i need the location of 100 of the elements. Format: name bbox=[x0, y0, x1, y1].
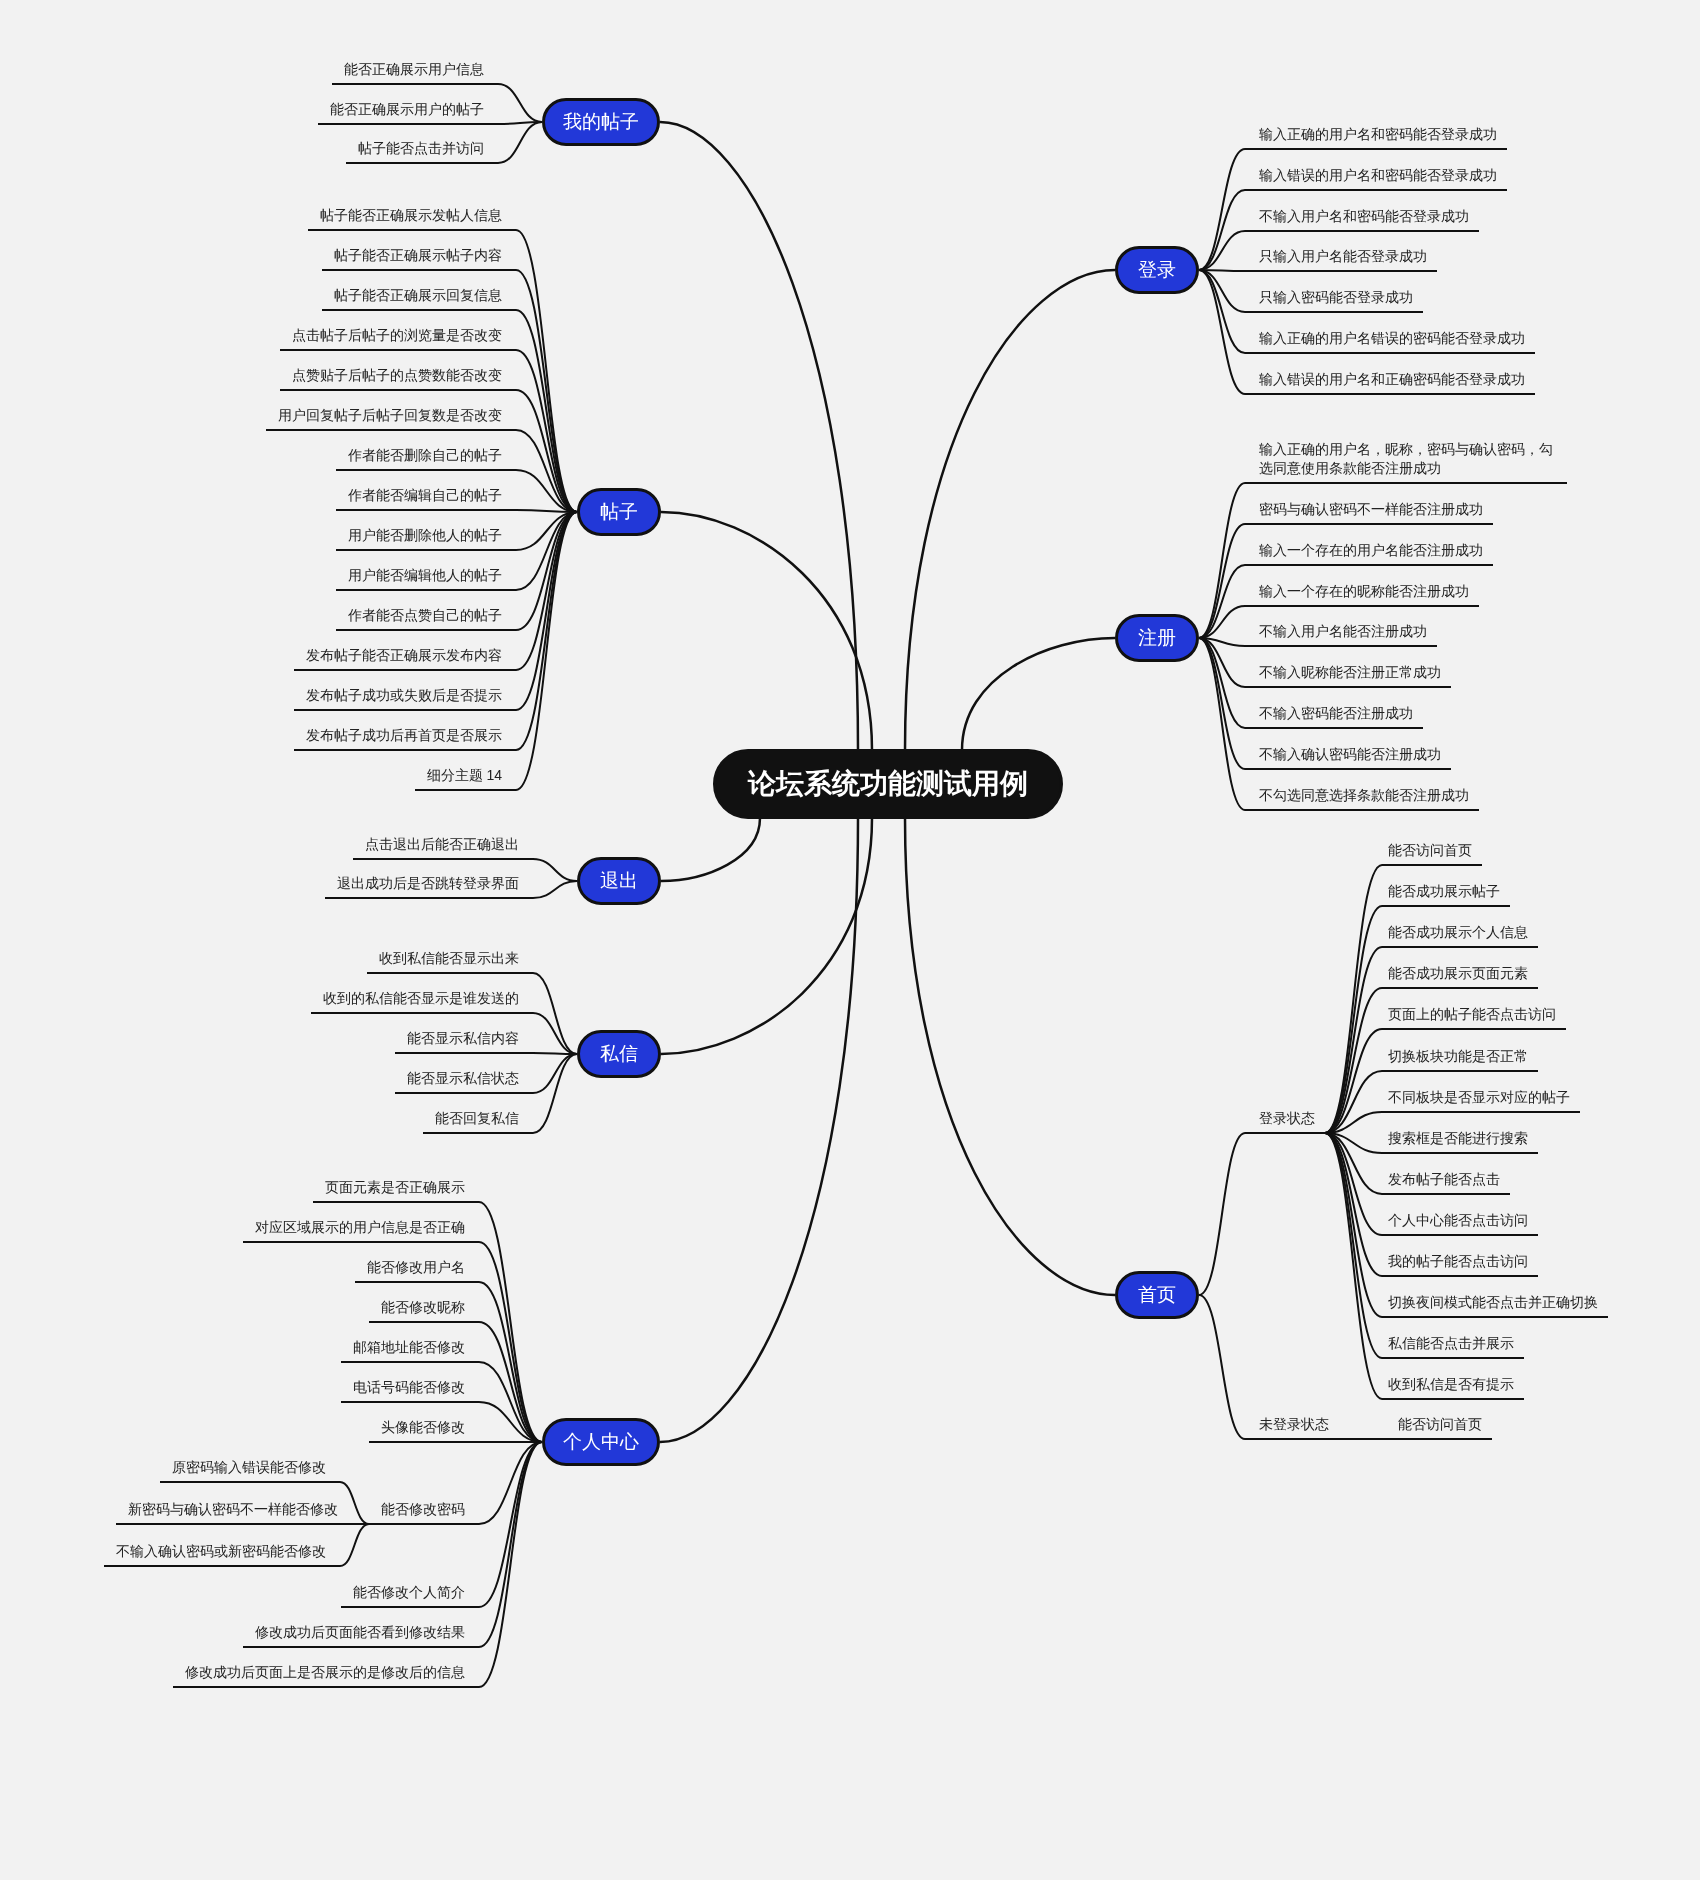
underlined-topic: 细分主题 14 bbox=[414, 766, 516, 791]
underlined-topic: 切换板块功能是否正常 bbox=[1382, 1047, 1538, 1072]
branch-line bbox=[339, 1523, 370, 1567]
underlined-topic: 能否访问首页 bbox=[1382, 841, 1482, 866]
underlined-topic: 不输入用户名和密码能否登录成功 bbox=[1245, 207, 1479, 232]
underlined-topic: 未登录状态 bbox=[1245, 1415, 1339, 1440]
topic-pill: 退出 bbox=[577, 857, 661, 905]
branch-line bbox=[903, 817, 1116, 1297]
central-topic: 论坛系统功能测试用例 bbox=[713, 749, 1063, 819]
branch-line bbox=[903, 268, 1116, 751]
topic-pill: 登录 bbox=[1115, 246, 1199, 294]
underlined-topic: 点赞贴子后帖子的点赞数能否改变 bbox=[280, 366, 516, 391]
underlined-topic: 输入正确的用户名和密码能否登录成功 bbox=[1245, 125, 1507, 150]
underlined-topic: 能否正确展示用户信息 bbox=[332, 60, 498, 85]
branch-line bbox=[478, 1441, 543, 1688]
underlined-topic: 用户回复帖子后帖子回复数是否改变 bbox=[266, 406, 516, 431]
underlined-topic: 点击退出后能否正确退出 bbox=[353, 835, 533, 860]
topic-pill: 首页 bbox=[1115, 1271, 1199, 1319]
underlined-topic: 头像能否修改 bbox=[369, 1418, 479, 1443]
underlined-topic: 发布帖子成功或失败后是否提示 bbox=[294, 686, 516, 711]
underlined-topic: 能否成功展示页面元素 bbox=[1382, 964, 1538, 989]
underlined-topic: 原密码输入错误能否修改 bbox=[160, 1458, 340, 1483]
underlined-topic: 输入一个存在的昵称能否注册成功 bbox=[1245, 582, 1479, 607]
underlined-topic: 电话号码能否修改 bbox=[341, 1378, 479, 1403]
underlined-topic: 登录状态 bbox=[1245, 1109, 1325, 1134]
branch-line bbox=[659, 817, 860, 1444]
branch-line bbox=[1198, 1132, 1246, 1296]
branch-line bbox=[1324, 987, 1383, 1134]
underlined-topic: 能否回复私信 bbox=[423, 1109, 533, 1134]
underlined-topic: 输入错误的用户名和正确密码能否登录成功 bbox=[1245, 370, 1535, 395]
underlined-topic: 点击帖子后帖子的浏览量是否改变 bbox=[280, 326, 516, 351]
topic-pill: 个人中心 bbox=[542, 1418, 660, 1466]
topic-pill: 注册 bbox=[1115, 614, 1199, 662]
underlined-topic: 帖子能否正确展示帖子内容 bbox=[322, 246, 516, 271]
branch-line bbox=[659, 120, 860, 751]
underlined-topic: 邮箱地址能否修改 bbox=[341, 1338, 479, 1363]
branch-line bbox=[660, 817, 762, 883]
branch-line bbox=[1198, 637, 1246, 688]
underlined-topic: 能否修改密码 bbox=[369, 1500, 479, 1525]
underlined-topic: 作者能否编辑自己的帖子 bbox=[336, 486, 516, 511]
underlined-topic: 不输入确认密码能否注册成功 bbox=[1245, 745, 1451, 770]
underlined-topic: 对应区域展示的用户信息是否正确 bbox=[243, 1218, 479, 1243]
branch-line bbox=[1338, 1438, 1393, 1440]
underlined-topic: 不勾选同意选择条款能否注册成功 bbox=[1245, 786, 1479, 811]
underlined-topic: 帖子能否正确展示回复信息 bbox=[322, 286, 516, 311]
branch-line bbox=[532, 1053, 578, 1134]
branch-line bbox=[1198, 269, 1246, 313]
underlined-topic: 能否正确展示用户的帖子 bbox=[318, 100, 498, 125]
underlined-topic: 搜索框是否能进行搜索 bbox=[1382, 1129, 1538, 1154]
underlined-topic: 私信能否点击并展示 bbox=[1382, 1334, 1524, 1359]
underlined-topic: 能否成功展示帖子 bbox=[1382, 882, 1510, 907]
underlined-topic: 不输入昵称能否注册正常成功 bbox=[1245, 663, 1451, 688]
underlined-topic: 密码与确认密码不一样能否注册成功 bbox=[1245, 500, 1493, 525]
branch-line bbox=[1198, 269, 1246, 395]
underlined-topic: 只输入用户名能否登录成功 bbox=[1245, 247, 1437, 272]
underlined-topic: 能否访问首页 bbox=[1392, 1415, 1492, 1440]
underlined-topic: 修改成功后页面能否看到修改结果 bbox=[243, 1623, 479, 1648]
underlined-topic: 个人中心能否点击访问 bbox=[1382, 1211, 1538, 1236]
underlined-topic: 能否修改昵称 bbox=[369, 1298, 479, 1323]
underlined-topic: 作者能否删除自己的帖子 bbox=[336, 446, 516, 471]
underlined-topic: 能否成功展示个人信息 bbox=[1382, 923, 1538, 948]
underlined-topic: 发布帖子成功后再首页是否展示 bbox=[294, 726, 516, 751]
topic-pill: 帖子 bbox=[577, 488, 661, 536]
branch-line bbox=[1198, 523, 1246, 639]
branch-line bbox=[497, 121, 543, 164]
branch-line bbox=[1324, 1132, 1383, 1318]
branch-line bbox=[339, 1481, 370, 1525]
underlined-topic: 帖子能否正确展示发帖人信息 bbox=[308, 206, 516, 231]
underlined-topic: 输入正确的用户名，昵称，密码与确认密码，勾选同意使用条款能否注册成功 bbox=[1245, 440, 1567, 484]
branch-line bbox=[532, 880, 578, 899]
underlined-topic: 输入正确的用户名错误的密码能否登录成功 bbox=[1245, 329, 1535, 354]
underlined-topic: 页面上的帖子能否点击访问 bbox=[1382, 1005, 1566, 1030]
underlined-topic: 不同板块是否显示对应的帖子 bbox=[1382, 1088, 1580, 1113]
underlined-topic: 作者能否点赞自己的帖子 bbox=[336, 606, 516, 631]
underlined-topic: 能否修改用户名 bbox=[355, 1258, 479, 1283]
underlined-topic: 输入错误的用户名和密码能否登录成功 bbox=[1245, 166, 1507, 191]
underlined-topic: 页面元素是否正确展示 bbox=[313, 1178, 479, 1203]
branch-line bbox=[532, 1053, 578, 1094]
underlined-topic: 能否显示私信内容 bbox=[395, 1029, 533, 1054]
underlined-topic: 用户能否删除他人的帖子 bbox=[336, 526, 516, 551]
branch-line bbox=[660, 817, 874, 1056]
branch-line bbox=[478, 1441, 543, 1648]
topic-pill: 私信 bbox=[577, 1030, 661, 1078]
underlined-topic: 不输入用户名能否注册成功 bbox=[1245, 622, 1437, 647]
branch-line bbox=[1324, 1132, 1383, 1400]
underlined-topic: 修改成功后页面上是否展示的是修改后的信息 bbox=[173, 1663, 479, 1688]
underlined-topic: 切换夜间模式能否点击并正确切换 bbox=[1382, 1293, 1608, 1318]
branch-line bbox=[351, 1523, 370, 1525]
branch-line bbox=[532, 972, 578, 1055]
branch-line bbox=[515, 511, 578, 711]
underlined-topic: 退出成功后是否跳转登录界面 bbox=[325, 874, 533, 899]
underlined-topic: 新密码与确认密码不一样能否修改 bbox=[116, 1500, 352, 1525]
branch-line bbox=[1198, 637, 1246, 811]
underlined-topic: 收到私信是否有提示 bbox=[1382, 1375, 1524, 1400]
underlined-topic: 能否显示私信状态 bbox=[395, 1069, 533, 1094]
underlined-topic: 用户能否编辑他人的帖子 bbox=[336, 566, 516, 591]
underlined-topic: 我的帖子能否点击访问 bbox=[1382, 1252, 1538, 1277]
branch-line bbox=[1198, 1294, 1246, 1440]
branch-line bbox=[1198, 189, 1246, 271]
underlined-topic: 收到的私信能否显示是谁发送的 bbox=[311, 989, 533, 1014]
